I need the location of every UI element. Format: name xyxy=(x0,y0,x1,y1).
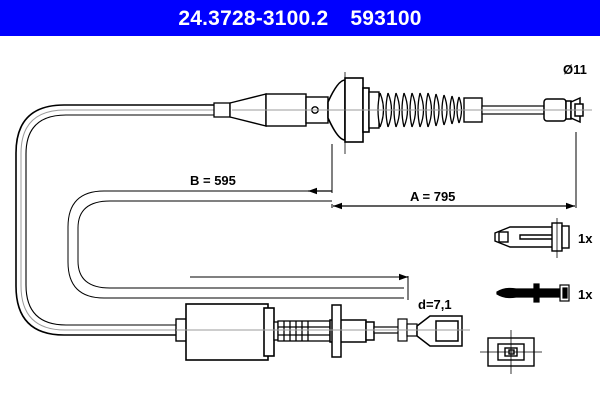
lower-end-fitting xyxy=(416,315,463,347)
dimension-line-b xyxy=(67,190,404,299)
upper-outer-cable xyxy=(15,104,232,336)
reference-number-label: 593100 xyxy=(350,6,422,30)
header-bar: 24.3728-3100.2 593100 xyxy=(0,0,600,36)
threaded-adjuster xyxy=(273,320,331,342)
split-pin-fastener xyxy=(496,283,570,303)
cable-collar xyxy=(213,102,231,118)
damper-cylinder xyxy=(185,303,275,361)
adjuster-sleeve xyxy=(329,304,375,358)
part-number-label: 24.3728-3100.2 xyxy=(178,6,329,30)
technical-drawing: B = 595 A = 795 xyxy=(0,36,600,400)
pin-quantity-label: 1x xyxy=(578,287,593,302)
cable-centerline xyxy=(20,109,232,331)
dimension-d-label: d=7,1 xyxy=(418,297,452,312)
dimension-b-label: B = 595 xyxy=(190,173,236,188)
clevis-quantity-label: 1x xyxy=(578,231,593,246)
diameter-label: Ø11 xyxy=(563,62,587,77)
upper-outer-cable-inner-edge xyxy=(25,114,232,326)
clevis-fork-fitting xyxy=(494,222,570,252)
dimension-a-label: A = 795 xyxy=(410,189,455,204)
drawing-canvas: B = 595 A = 795 xyxy=(15,62,593,374)
